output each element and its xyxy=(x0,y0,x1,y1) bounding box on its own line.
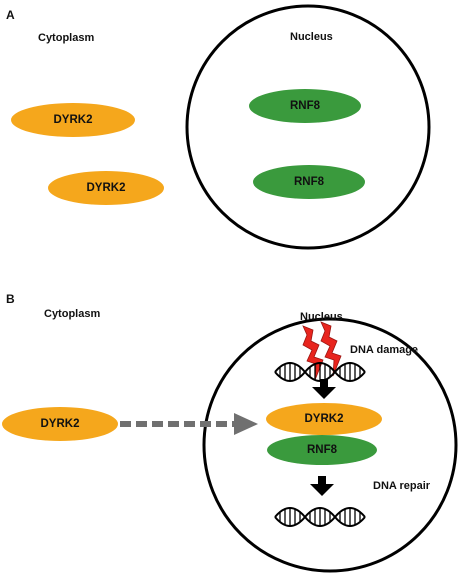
panel-a: A Cytoplasm Nucleus DYRK2 DYRK2 RNF8 RNF… xyxy=(6,4,431,250)
panel-b: B Cytoplasm Nucleus DNA damage DYRK2 DYR… xyxy=(2,292,458,573)
panel-a-dyrk2-2-label: DYRK2 xyxy=(87,182,126,194)
panel-a-cytoplasm-label: Cytoplasm xyxy=(38,32,94,44)
panel-a-dyrk2-2: DYRK2 xyxy=(48,171,164,205)
down-arrow-icon xyxy=(312,379,336,399)
panel-b-dyrk2-cytoplasm-label: DYRK2 xyxy=(41,418,80,430)
panel-a-nucleus-outline xyxy=(185,4,431,250)
dna-damage-label: DNA damage xyxy=(350,344,418,356)
panel-b-label: B xyxy=(6,292,15,306)
panel-a-nucleus-label: Nucleus xyxy=(290,31,333,43)
panel-a-rnf8-2-label: RNF8 xyxy=(294,176,325,188)
panel-a-dyrk2-1-label: DYRK2 xyxy=(54,114,93,126)
panel-a-label: A xyxy=(6,8,15,22)
panel-a-rnf8-1-label: RNF8 xyxy=(290,100,321,112)
dna-helix-icon xyxy=(274,362,366,382)
panel-b-rnf8: RNF8 xyxy=(267,435,377,465)
dashed-arrow-icon xyxy=(120,413,258,435)
panel-b-nucleus-outline xyxy=(202,317,458,573)
down-arrow-icon xyxy=(310,476,334,496)
panel-a-rnf8-2: RNF8 xyxy=(253,165,365,199)
dna-helix-icon xyxy=(274,507,366,527)
panel-b-rnf8-label: RNF8 xyxy=(307,444,338,456)
panel-a-dyrk2-1: DYRK2 xyxy=(11,103,135,137)
panel-b-dyrk2-nucleus: DYRK2 xyxy=(266,403,382,435)
panel-b-dyrk2-nucleus-label: DYRK2 xyxy=(305,413,344,425)
panel-a-rnf8-1: RNF8 xyxy=(249,89,361,123)
panel-b-cytoplasm-label: Cytoplasm xyxy=(44,308,100,320)
panel-b-nucleus-label: Nucleus xyxy=(300,311,343,323)
panel-b-dyrk2-cytoplasm: DYRK2 xyxy=(2,407,118,441)
dna-repair-label: DNA repair xyxy=(373,480,431,492)
